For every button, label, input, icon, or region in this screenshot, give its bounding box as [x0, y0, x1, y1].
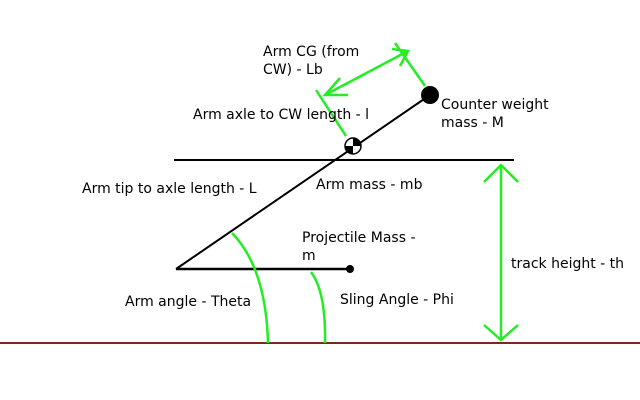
track-height-label: track height - th	[511, 256, 624, 272]
arm-cg-label-line1: Arm CG (from	[263, 44, 359, 60]
counter-weight-dot	[421, 86, 439, 104]
arm-cg-symbol	[344, 137, 362, 155]
arm-tip-to-axle-label: Arm tip to axle length - L	[82, 181, 257, 197]
arm-angle-label: Arm angle - Theta	[125, 294, 251, 310]
sling-angle-label: Sling Angle - Phi	[340, 292, 454, 308]
track-height-dimension	[483, 163, 519, 342]
arm-cg-label-line2: CW) - Lb	[263, 62, 323, 78]
sling-angle-arc	[309, 271, 327, 344]
arm-axle-to-cw-label: Arm axle to CW length - l	[193, 107, 369, 123]
counter-weight-label-line1: Counter weight	[441, 97, 549, 113]
arm-line	[175, 94, 431, 270]
projectile-dot	[346, 265, 354, 273]
arm-mass-label: Arm mass - mb	[316, 177, 423, 193]
counter-weight-label-line2: mass - M	[441, 115, 504, 131]
arm-angle-arc	[231, 232, 270, 344]
arm-cg-dimension	[314, 42, 427, 137]
projectile-mass-label-line2: m	[302, 248, 316, 264]
projectile-mass-label-line1: Projectile Mass -	[302, 230, 416, 246]
